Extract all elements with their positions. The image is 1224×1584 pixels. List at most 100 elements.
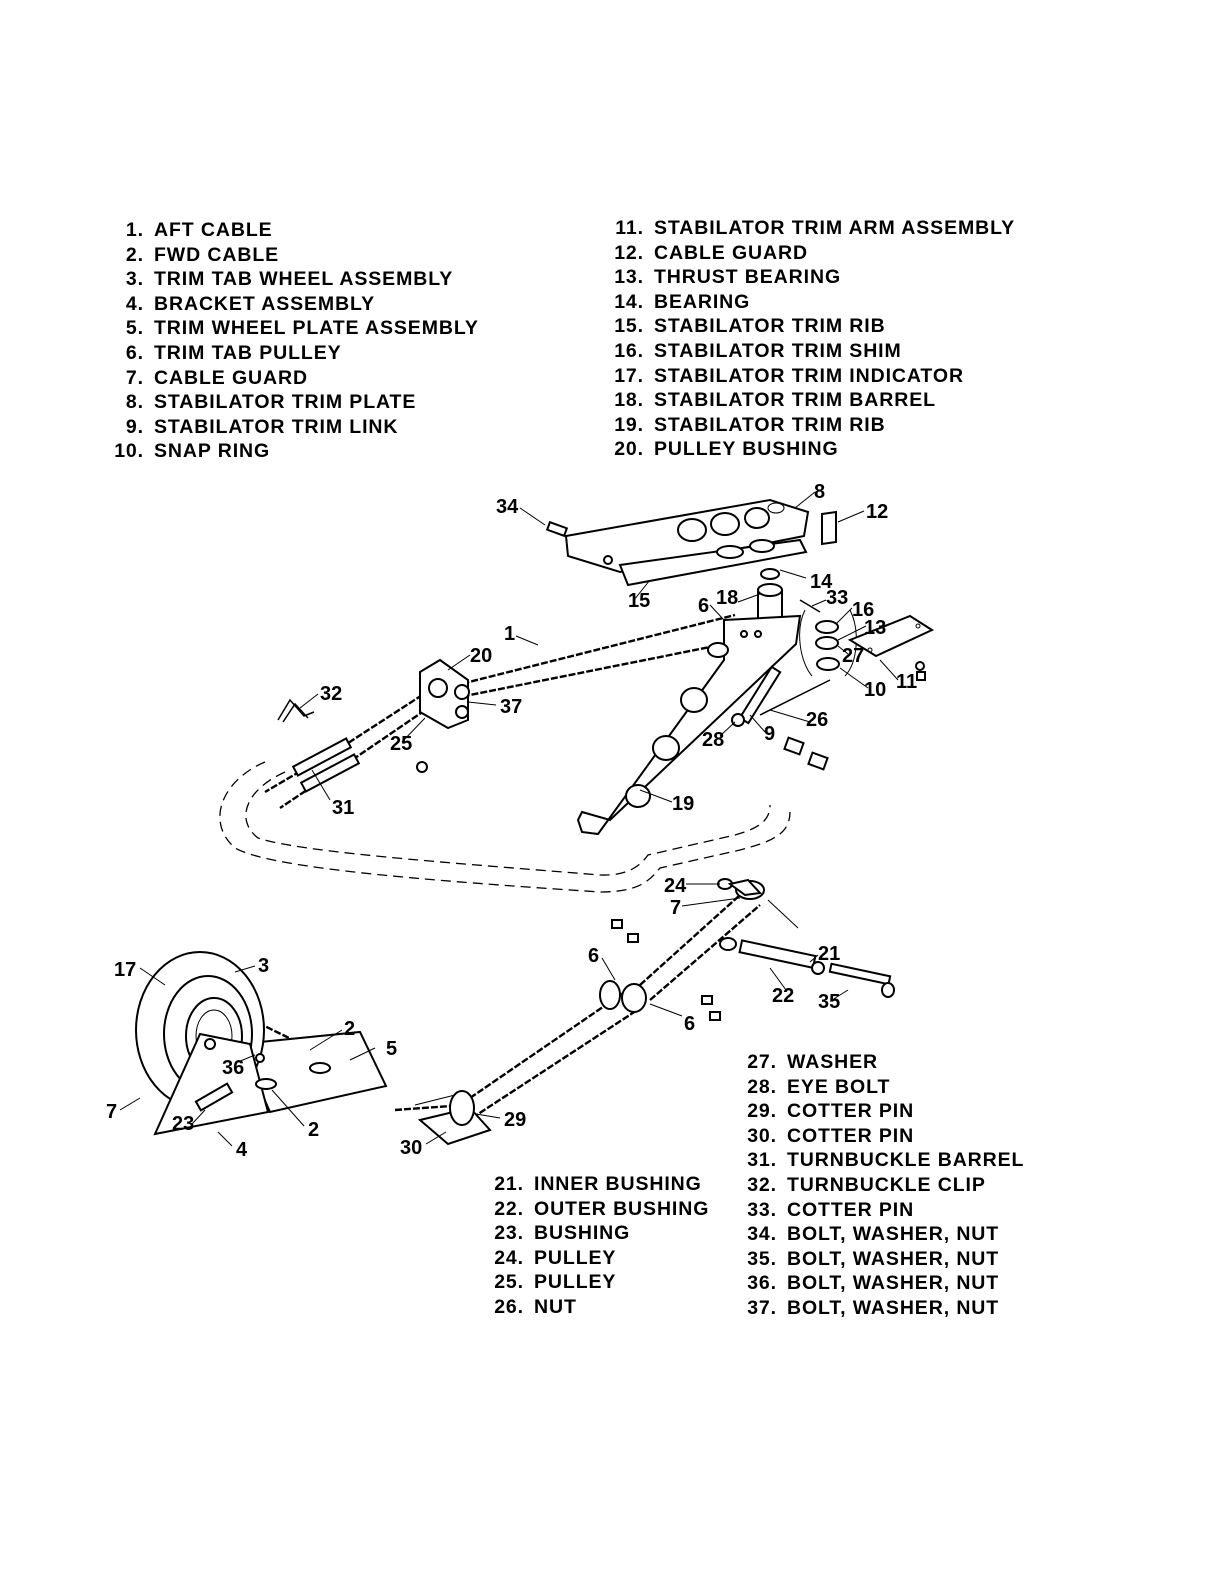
legend-row: 36.BOLT, WASHER, NUT (741, 1271, 1024, 1296)
fwd-pulley-bracket (414, 1090, 492, 1146)
legend-label: BEARING (654, 290, 751, 313)
legend-row: 4. BRACKET ASSEMBLY (108, 292, 479, 317)
legend-label: COTTER PIN (787, 1100, 915, 1123)
legend-row: 15.STABILATOR TRIM RIB (608, 314, 1015, 339)
fuselage-reference-outline (219, 761, 791, 893)
legend-number: 32. (747, 1173, 777, 1196)
callout-4: 4 (236, 1139, 248, 1161)
legend-label: TRIM TAB PULLEY (154, 341, 342, 364)
trim-tab-pulleys (599, 919, 721, 1021)
legend-number: 36. (747, 1272, 777, 1295)
legend-number: 10. (114, 440, 144, 463)
pulley-bracket (416, 658, 470, 773)
turnbuckle-barrels (291, 737, 361, 793)
legend-label: PULLEY (534, 1246, 617, 1269)
legend-row: 32.TURNBUCKLE CLIP (741, 1173, 1024, 1198)
legend-label: STABILATOR TRIM RIB (654, 315, 886, 338)
legend-row: 27.WASHER (741, 1050, 1024, 1075)
callout-35: 35 (818, 991, 840, 1013)
legend-number: 9. (125, 415, 144, 438)
callout-32: 32 (320, 683, 342, 705)
legend-row: 23. BUSHING (488, 1221, 709, 1246)
legend-number: 22. (494, 1197, 524, 1220)
legend-label: INNER BUSHING (534, 1173, 702, 1195)
callout-14: 14 (810, 571, 833, 593)
callout-13: 13 (864, 617, 886, 639)
legend-number: 13. (614, 266, 644, 289)
legend-number: 27. (747, 1051, 777, 1073)
legend-number: 20. (614, 438, 644, 461)
callout-11: 11 (896, 671, 917, 693)
legend-row: 25.PULLEY (488, 1270, 709, 1295)
legend-row: 17. STABILATOR TRIM INDICATOR (608, 364, 1015, 389)
callout-33: 33 (826, 587, 848, 609)
legend-label: BRACKET ASSEMBLY (154, 292, 375, 315)
legend-row: 33.COTTER PIN (741, 1198, 1024, 1223)
legend-label: TRIM WHEEL PLATE ASSEMBLY (154, 317, 479, 340)
legend-number: 3. (125, 268, 144, 291)
callout-28: 28 (702, 729, 724, 751)
legend-label: BOLT, WASHER, NUT (787, 1223, 1000, 1246)
legend-label: STABILATOR TRIM ARM ASSEMBLY (654, 217, 1016, 239)
cotter-pin-33 (799, 599, 821, 613)
legend-label: OUTER BUSHING (534, 1197, 710, 1220)
bushings-and-bolt-35 (719, 937, 895, 998)
legend-number: 35. (747, 1247, 777, 1270)
legend-row: 29. COTTER PIN (741, 1099, 1024, 1124)
legend-row: 11. STABILATOR TRIM ARM ASSEMBLY (608, 216, 1015, 241)
legend-row: 35. BOLT, WASHER, NUT (741, 1247, 1024, 1272)
cable-guard-12 (821, 510, 837, 546)
legend-label: COTTER PIN (787, 1124, 915, 1147)
pulley-24-assembly (717, 878, 799, 929)
legend-label: BUSHING (534, 1222, 631, 1245)
legend-label: STABILATOR TRIM INDICATOR (654, 364, 964, 387)
legend-number: 11. (615, 217, 644, 239)
legend-label: TRIM TAB WHEEL ASSEMBLY (154, 268, 454, 291)
legend-row: 20.PULLEY BUSHING (608, 437, 1015, 462)
legend-number: 6. (125, 341, 144, 364)
legend-label: STABILATOR TRIM RIB (654, 413, 886, 436)
legend-row: 30.COTTER PIN (741, 1124, 1024, 1149)
legend-label: CABLE GUARD (654, 241, 808, 264)
legend-number: 25. (494, 1271, 524, 1294)
legend-row: 9.STABILATOR TRIM LINK (108, 415, 479, 440)
legend-number: 34. (747, 1223, 777, 1246)
callout-22: 22 (772, 985, 794, 1007)
legend-number: 14. (614, 290, 644, 313)
callout-18: 18 (716, 587, 738, 609)
legend-label: BOLT, WASHER, NUT (787, 1247, 1000, 1270)
stabilator-trim-rib-15 (618, 538, 808, 587)
legend-number: 29. (747, 1100, 777, 1123)
legend-number: 12. (614, 241, 644, 264)
legend-label: STABILATOR TRIM SHIM (654, 339, 902, 362)
callout-6-top: 6 (698, 595, 709, 617)
callout-34: 34 (496, 496, 519, 518)
callout-26: 26 (806, 709, 828, 731)
legend-row: 24. PULLEY (488, 1246, 709, 1271)
bracket-assembly (153, 1032, 277, 1136)
legend-row: 13.THRUST BEARING (608, 265, 1015, 290)
callout-16: 16 (852, 599, 874, 621)
stabilator-trim-plate (564, 498, 810, 574)
legend-number: 7. (125, 366, 144, 389)
legend-number: 17. (614, 364, 644, 387)
callout-24: 24 (664, 875, 687, 897)
legend-number: 18. (614, 389, 644, 412)
legend-row: 31.TURNBUCKLE BARREL (741, 1148, 1024, 1173)
legend-row: 28.EYE BOLT (741, 1075, 1024, 1100)
legend-label: EYE BOLT (787, 1075, 891, 1098)
legend-label: BOLT, WASHER, NUT (787, 1296, 1000, 1319)
legend-number: 4. (125, 292, 144, 315)
legend-row: 5.TRIM WHEEL PLATE ASSEMBLY (108, 316, 479, 341)
stabilator-trim-link (731, 665, 831, 771)
bolt-34 (545, 520, 613, 565)
callout-29: 29 (504, 1109, 526, 1131)
callout-9: 9 (764, 723, 775, 745)
legend-row: 34. BOLT, WASHER, NUT (741, 1222, 1024, 1247)
legend-number: 23. (494, 1222, 524, 1245)
legend-number: 8. (125, 391, 144, 414)
legend-number: 24. (494, 1246, 524, 1269)
